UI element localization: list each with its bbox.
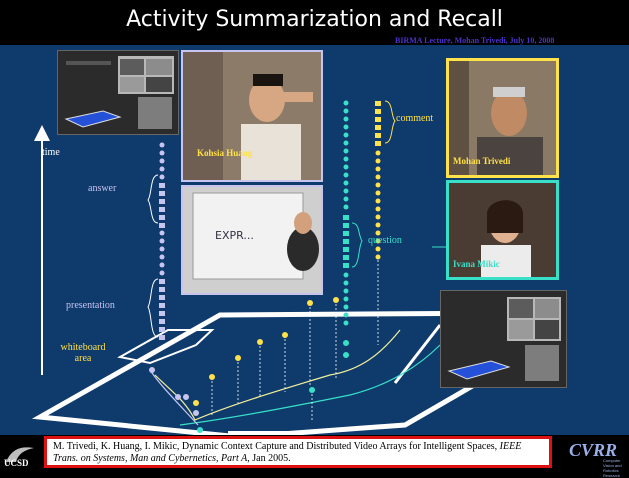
mohan-name-label: Mohan Trivedi	[453, 156, 511, 166]
trajectory-cyan	[179, 344, 441, 426]
cvrr-logo: CVRR	[569, 440, 618, 460]
citation-box: M. Trivedi, K. Huang, I. Mikic, Dynamic …	[44, 436, 552, 468]
slide-title: Activity Summarization and Recall	[0, 0, 629, 36]
whiteboard-area-label: whiteboard area	[60, 342, 106, 364]
trajectory-lavender	[149, 369, 199, 426]
time-axis-label: time	[42, 147, 60, 158]
surveillance-screenshot-bottom	[440, 290, 567, 388]
citation-date: , Jan 2005.	[247, 453, 291, 464]
citation-journal: IEEE Trans. on Systems, Man and Cybernet…	[53, 441, 522, 464]
ivana-name-label: Ivana Mikic	[453, 259, 500, 269]
kohsia-name-label: Kohsia Huang	[197, 148, 253, 158]
cvrr-logo-subtext: Computer Vision and Robotics Research	[603, 458, 622, 478]
slide-subtitle: BIRMA Lecture, Mohan Trivedi, July 10, 2…	[395, 36, 555, 45]
comment-label: comment	[396, 113, 434, 124]
ucsd-logo: UCSD	[4, 444, 38, 468]
citation-authors: M. Trivedi, K. Huang, I. Mikic, Dynamic …	[53, 441, 498, 452]
mohan-trivedi-photo: Mohan Trivedi	[446, 58, 559, 178]
slide-content-area: time answer presentation whiteboard area…	[0, 45, 629, 435]
whiteboard-area-outline	[117, 329, 215, 365]
trajectory-yellow	[154, 329, 401, 421]
presentation-label: presentation	[66, 300, 115, 311]
surveillance-screenshot-top	[57, 50, 179, 135]
ucsd-wave-icon	[6, 447, 34, 462]
kohsia-huang-photo: Kohsia Huang	[181, 50, 323, 182]
activity-diagram	[31, 100, 524, 435]
question-label: question	[368, 235, 402, 246]
ivana-mikic-photo: Ivana Mikic	[446, 180, 559, 280]
whiteboard-photo: EXPR...	[181, 185, 323, 295]
svg-text:EXPR...: EXPR...	[215, 229, 254, 242]
answer-label: answer	[88, 183, 117, 194]
